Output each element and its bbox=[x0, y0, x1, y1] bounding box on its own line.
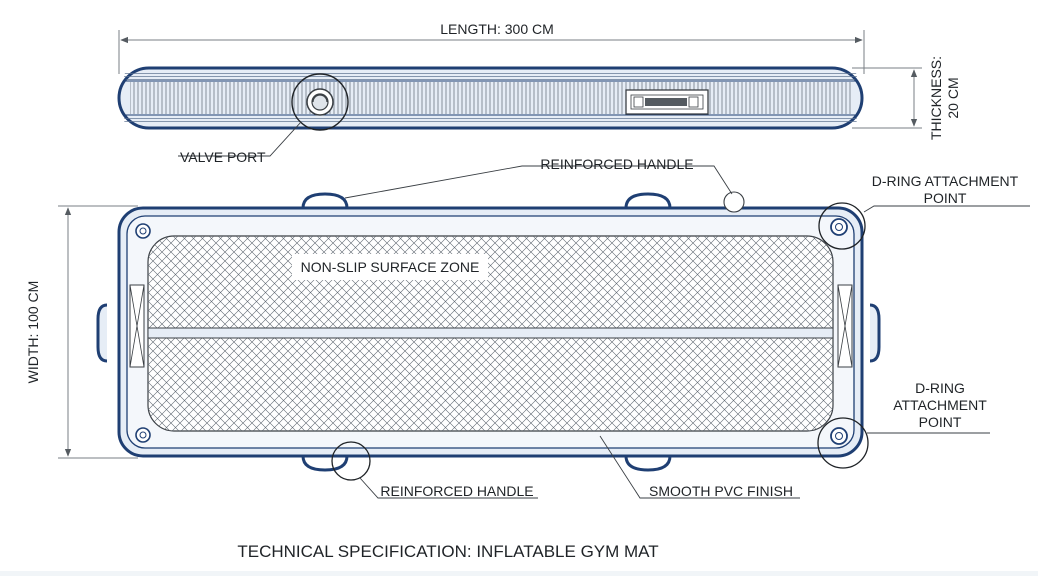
handle-top-leader bbox=[344, 165, 733, 199]
bottom-stripe-band bbox=[124, 116, 857, 124]
d-ring-bottom-left-icon bbox=[135, 427, 151, 443]
handle-bottom-right-icon bbox=[624, 455, 672, 472]
finish-leader bbox=[599, 435, 800, 499]
d-ring-bottom-right-icon bbox=[830, 427, 848, 445]
handle-top-left-icon bbox=[301, 192, 349, 209]
non-slip-surface-label: NON-SLIP SURFACE ZONE bbox=[301, 259, 480, 275]
handle-top-callout-marker bbox=[723, 191, 745, 213]
handle-left-icon bbox=[96, 303, 108, 363]
length-label: LENGTH: 300 CM bbox=[440, 21, 554, 37]
width-label: WIDTH: 100 CM bbox=[25, 281, 41, 384]
top-stripe-band bbox=[124, 72, 857, 80]
valve-callout-circle bbox=[291, 73, 349, 131]
thickness-label-line2: 20 CM bbox=[945, 77, 961, 118]
d-ring-top-label-line1: D-RING ATTACHMENT bbox=[872, 173, 1019, 189]
thickness-label-line1: THICKNESS: bbox=[928, 56, 944, 140]
top-view: WIDTH: 100 CM bbox=[25, 156, 1030, 499]
drawing-caption: TECHNICAL SPECIFICATION: INFLATABLE GYM … bbox=[237, 542, 658, 561]
side-view: LENGTH: 300 CM THICKNESS: 20 CM VALVE PO… bbox=[117, 21, 961, 165]
d-ring-bottom-label-line2: ATTACHMENT bbox=[893, 397, 987, 413]
side-handle-buckle-right bbox=[688, 96, 699, 108]
end-panel-left-cross bbox=[129, 284, 145, 368]
end-panel-right-cross bbox=[837, 284, 853, 368]
valve-cap-icon bbox=[311, 93, 329, 111]
center-seam bbox=[147, 327, 834, 339]
d-ring-bottom-label-line3: POINT bbox=[919, 414, 962, 430]
d-ring-top-leader bbox=[863, 205, 1030, 213]
d-ring-top-callout-circle bbox=[818, 202, 866, 250]
d-ring-top-label-line2: POINT bbox=[924, 190, 967, 206]
side-handle-buckle-left bbox=[633, 96, 644, 108]
side-handle-strap bbox=[645, 98, 687, 106]
valve-leader-line bbox=[178, 121, 302, 157]
d-ring-top-right-icon bbox=[830, 218, 848, 236]
handle-bottom-callout-circle bbox=[331, 441, 371, 481]
d-ring-bottom-callout-circle bbox=[817, 417, 869, 469]
handle-bottom-left-icon bbox=[301, 455, 349, 472]
surface-label-background bbox=[292, 254, 488, 280]
handle-top-right-icon bbox=[624, 192, 672, 209]
valve-port-label: VALVE PORT bbox=[180, 149, 266, 165]
bottom-band bbox=[0, 571, 1038, 576]
handle-top-label: REINFORCED HANDLE bbox=[540, 156, 693, 172]
handle-right-icon bbox=[869, 303, 881, 363]
d-ring-top-left-icon bbox=[135, 223, 151, 239]
side-handle-inner bbox=[630, 94, 704, 110]
drop-stitch-ribs bbox=[130, 82, 852, 114]
handle-bottom-label: REINFORCED HANDLE bbox=[380, 483, 533, 499]
finish-label: SMOOTH PVC FINISH bbox=[649, 483, 793, 499]
d-ring-bottom-label-line1: D-RING bbox=[915, 380, 965, 396]
valve-arc-icon bbox=[312, 94, 328, 103]
handle-bottom-leader bbox=[359, 477, 538, 499]
